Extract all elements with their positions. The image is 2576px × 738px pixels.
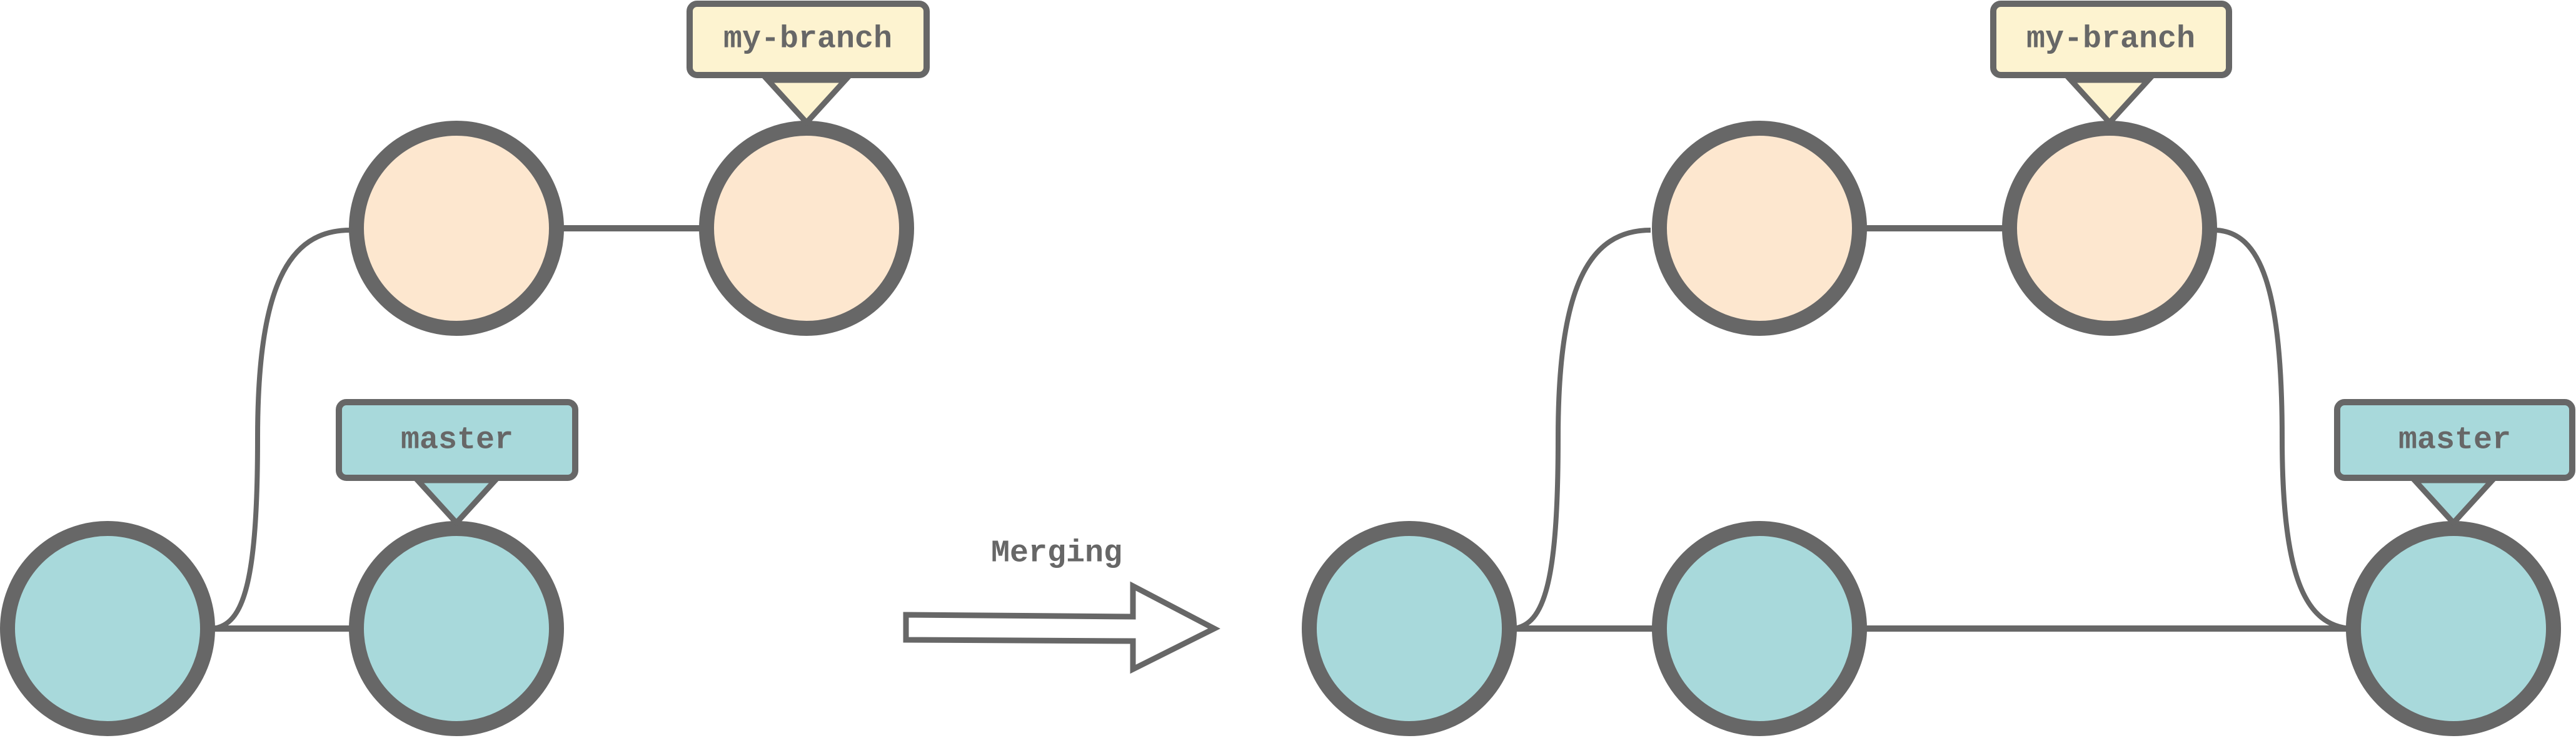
branch-label-text: my-branch [723,22,892,58]
master-label-after-text: master [2398,423,2511,458]
master-label-after: master [2334,399,2575,527]
commit-after-branch-1 [1652,121,1867,336]
master-label-pointer [411,477,502,527]
commit-branch-1 [349,121,564,336]
hollow-right-arrow-icon [903,581,1220,674]
before-merge-graph: my-branch master [0,1,930,736]
merging-caption: Merging [991,536,1122,572]
branch-label-after-pointer [2064,77,2155,127]
commit-branch-2 [699,121,914,336]
branch-label-pointer [761,77,852,127]
branch-label-box [687,1,930,78]
master-label-text: master [401,423,513,458]
commit-after-master-2 [1652,521,1867,736]
master-label-before: master [336,399,578,527]
master-label-after-pointer [2408,477,2499,527]
after-merge-graph: my-branch master [1302,1,2575,736]
commit-after-master-1 [1302,521,1517,736]
master-label-after-box [2334,399,2575,481]
commit-master-1 [0,521,215,736]
merging-transition: Merging [903,536,1220,674]
edge-after-merge-back [2216,228,2352,631]
master-label-box [336,399,578,481]
branch-label-after: my-branch [1990,1,2232,127]
commit-master-2 [349,521,564,736]
edge-fork-master-to-branch [212,228,351,631]
commit-after-branch-2 [2002,121,2217,336]
edge-after-fork [1512,228,1651,631]
commit-after-merge [2346,521,2561,736]
branch-label-after-text: my-branch [2026,22,2195,58]
branch-label-before: my-branch [687,1,930,127]
branch-label-after-box [1990,1,2232,78]
